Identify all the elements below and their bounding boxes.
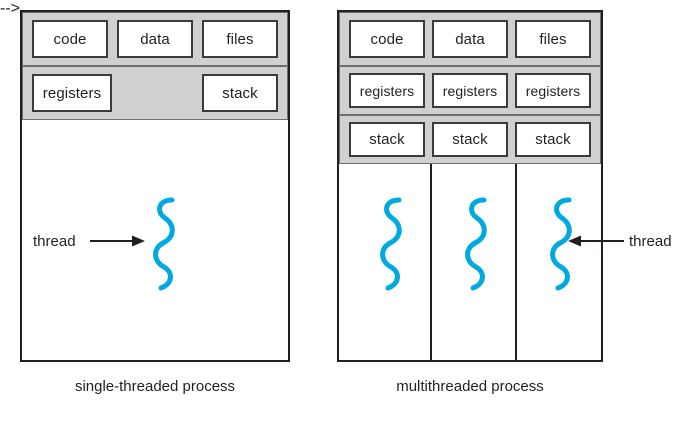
thread-squiggle-multi-2 — [465, 197, 487, 291]
multi-cell-registers-1-label: registers — [359, 82, 415, 99]
multi-cell-data: data — [432, 20, 508, 58]
single-cell-registers: registers — [32, 74, 112, 112]
multi-cell-registers-2: registers — [432, 73, 508, 108]
multi-cell-stack-2-label: stack — [452, 131, 488, 148]
multi-column-divider-1 — [430, 164, 432, 360]
multi-thread-annotation-arrow — [568, 235, 624, 247]
multi-cell-files: files — [515, 20, 591, 58]
multi-cell-stack-2: stack — [432, 122, 508, 157]
thread-squiggle-single-1 — [153, 197, 175, 291]
multithreaded-process-frame: code data files registers registers regi… — [337, 10, 603, 362]
multi-cell-stack-1-label: stack — [369, 131, 405, 148]
single-threaded-process-frame: code data files registers stack — [20, 10, 290, 362]
single-thread-annotation-arrow — [90, 235, 145, 247]
single-cell-code: code — [32, 20, 108, 58]
multithreaded-process-caption: multithreaded process — [396, 378, 544, 395]
thread-squiggle-multi-3 — [550, 197, 572, 291]
multi-cell-registers-2-label: registers — [442, 82, 498, 99]
multi-cell-files-label: files — [539, 30, 567, 48]
multi-thread-annotation-label: thread — [629, 233, 672, 250]
multi-cell-registers-1: registers — [349, 73, 425, 108]
single-cell-stack-label: stack — [222, 84, 258, 102]
multi-cell-stack-3: stack — [515, 122, 591, 157]
multi-column-divider-2 — [515, 164, 517, 360]
multi-cell-code-label: code — [370, 30, 404, 48]
single-cell-data-label: data — [140, 30, 170, 48]
single-cell-code-label: code — [53, 30, 87, 48]
single-cell-stack: stack — [202, 74, 278, 112]
single-thread-annotation-label: thread — [33, 233, 76, 250]
multi-cell-data-label: data — [455, 30, 485, 48]
multi-cell-stack-3-label: stack — [535, 131, 571, 148]
thread-squiggle-multi-1 — [380, 197, 402, 291]
multi-cell-registers-3: registers — [515, 73, 591, 108]
single-cell-files-label: files — [226, 30, 254, 48]
multi-cell-registers-3-label: registers — [525, 82, 581, 99]
single-cell-registers-label: registers — [42, 84, 102, 102]
single-cell-files: files — [202, 20, 278, 58]
single-cell-data: data — [117, 20, 193, 58]
multi-cell-stack-1: stack — [349, 122, 425, 157]
multi-cell-code: code — [349, 20, 425, 58]
single-threaded-process-caption: single-threaded process — [74, 378, 236, 395]
